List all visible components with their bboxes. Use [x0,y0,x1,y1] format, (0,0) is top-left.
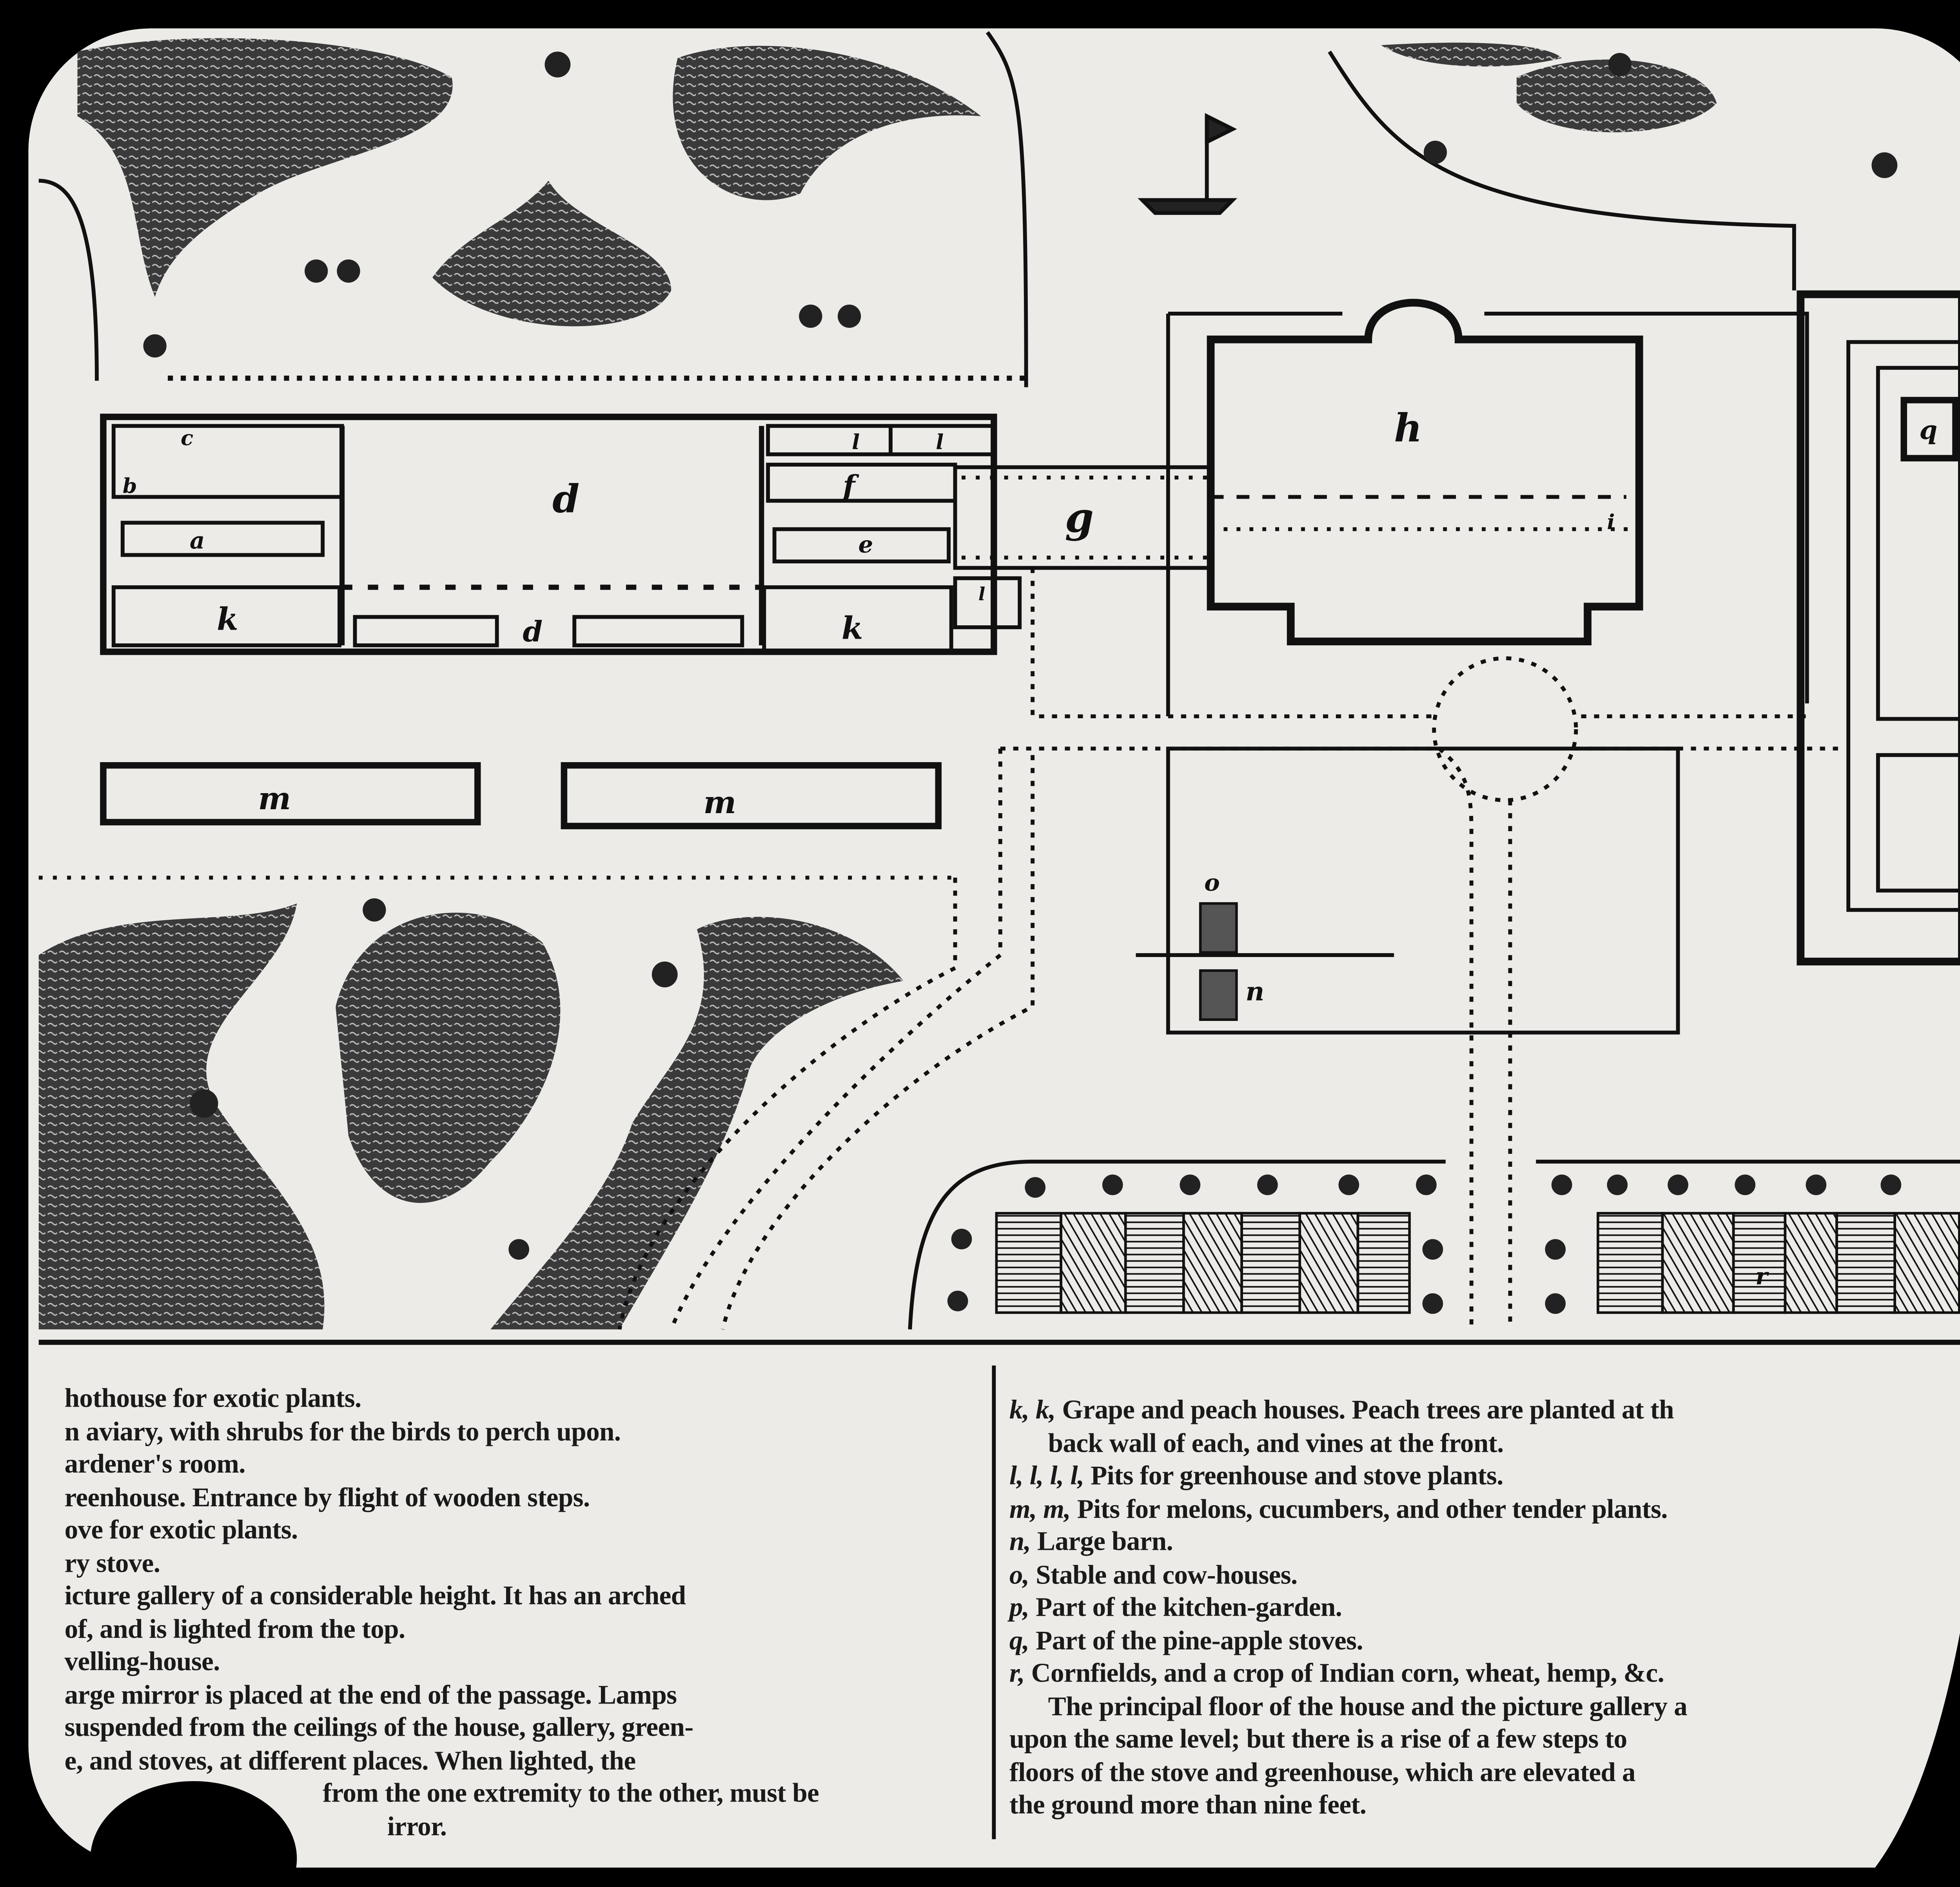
woods-top-right [1516,59,1717,133]
label-n: n [1245,976,1264,1006]
trees [143,51,1902,1314]
woods-bottom-left [38,903,325,1329]
melon-pit-m-right [561,762,942,830]
legend-right-column: k, k, Grape and peach houses. Peach tree… [1009,1394,1688,1822]
legend-entry: o, Stable and cow-houses. [1009,1558,1298,1590]
woods-top-left [77,38,453,297]
plan-lines [38,31,1960,1840]
boat-icon [1138,113,1238,215]
label-d-lower: d [523,615,543,648]
room-f [766,463,957,503]
farmyard [1166,746,1680,1035]
legend-line: hothouse for exotic plants. [64,1382,362,1413]
barn-n [1199,969,1238,1021]
path-line [985,31,1028,387]
room-k-right [762,585,953,654]
carriage-circle [1432,656,1578,802]
legend-line: ry stove. [64,1547,160,1578]
pineapple-stoves-frame [1797,290,1960,966]
pineapple-stove-q [1900,397,1959,461]
legend-line: irror. [387,1810,447,1842]
legend-entry: q, Part of the pine-apple stoves. [1009,1624,1363,1655]
legend-line: ove for exotic plants. [64,1514,298,1545]
arch-left [38,178,99,381]
stable-o [1199,902,1238,954]
paragraph-line: the ground more than nine feet. [1009,1789,1367,1820]
label-k-right: k [842,610,863,647]
label-m-right: m [704,784,737,821]
room-a [120,521,325,557]
legend-entry: back wall of each, and vines at the fron… [1048,1427,1504,1458]
woods-top-far-right [1381,42,1562,67]
woods-bottom-right [490,917,904,1329]
woods-bottom-center [336,912,561,1203]
legend-line: ardener's room. [64,1448,246,1479]
legend-entry: p, Part of the kitchen-garden. [1009,1591,1342,1623]
legend-entry: m, m, Pits for melons, cucumbers, and ot… [1009,1493,1668,1524]
room-e [772,527,951,563]
paragraph-line: floors of the stove and greenhouse, whic… [1009,1756,1636,1787]
legend-entry: n, Large barn. [1009,1526,1173,1557]
legend-line: from the one extremity to the other, mus… [323,1777,819,1809]
label-d: d [552,476,579,522]
label-b: b [123,474,137,498]
room-c [111,424,344,499]
label-m-left: m [258,780,291,817]
label-o: o [1204,868,1220,896]
paragraph-line: upon the same level; but there is a rise… [1009,1723,1627,1754]
label-q: q [1919,414,1937,445]
legend-line: reenhouse. Entrance by flight of wooden … [64,1481,590,1512]
woods-top-teardrop [673,45,981,200]
woods-top-center [432,180,671,327]
woods [38,38,1717,1329]
melon-pit-m-left [100,762,481,826]
road-top [1328,51,1796,291]
legend-entry: l, l, l, l, Pits for greenhouse and stov… [1009,1460,1504,1491]
label-a: a [190,527,205,554]
legend-line: icture gallery of a considerable height.… [64,1580,686,1611]
pit-l-small [953,576,1022,629]
label-r: r [1755,1262,1769,1290]
buildings-o-n [1199,902,1238,1021]
legend-line: n aviary, with shrubs for the birds to p… [64,1415,621,1446]
label-e: e [858,530,873,558]
legend-line: velling-house. [64,1645,220,1677]
label-l-3: l [978,583,985,605]
label-l-1: l [852,430,860,454]
label-i: i [1607,510,1615,534]
paragraph-line: The principal floor of the house and the… [1048,1690,1688,1721]
legend-left-column: hothouse for exotic plants. n aviary, wi… [65,1382,819,1843]
pits-l [766,424,996,456]
legend-line: of, and is lighted from the top. [64,1613,406,1644]
label-h: h [1394,405,1422,451]
label-g: g [1065,493,1094,541]
label-l-2: l [936,430,944,454]
label-k-left: k [217,601,238,637]
hothouse-range [100,414,997,655]
dwelling-house-h [1207,299,1643,646]
label-f: f [841,469,859,503]
legend-entry: r, Cornfields, and a crop of Indian corn… [1009,1657,1664,1688]
cornfields-r [995,1212,1960,1314]
legend-entry: k, k, Grape and peach houses. Peach tree… [1009,1394,1674,1425]
legend-line: suspended from the ceilings of the house… [64,1711,694,1743]
legend-line: e, and stoves, at different places. When… [64,1744,636,1776]
legend-line: arge mirror is placed at the end of the … [64,1678,677,1710]
label-c: c [181,427,193,450]
